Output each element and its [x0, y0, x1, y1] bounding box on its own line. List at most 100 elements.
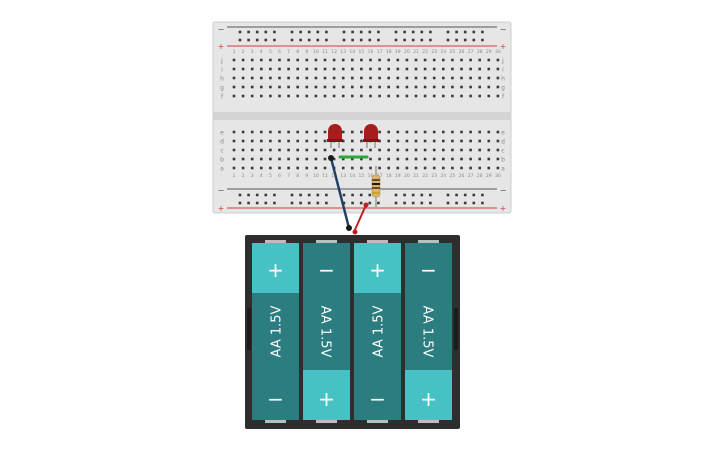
- rail-hole[interactable]: [377, 30, 380, 34]
- rail-hole[interactable]: [299, 38, 302, 42]
- breadboard-hole[interactable]: [405, 85, 409, 89]
- breadboard-hole[interactable]: [278, 58, 281, 62]
- breadboard-hole[interactable]: [269, 139, 272, 143]
- breadboard-hole[interactable]: [423, 94, 427, 98]
- breadboard-hole[interactable]: [278, 157, 281, 161]
- breadboard-hole[interactable]: [314, 148, 318, 152]
- breadboard-hole[interactable]: [442, 157, 445, 161]
- breadboard-hole[interactable]: [487, 166, 491, 170]
- breadboard-hole[interactable]: [260, 94, 263, 98]
- breadboard-hole[interactable]: [396, 58, 400, 62]
- breadboard-hole[interactable]: [250, 130, 254, 134]
- breadboard-hole[interactable]: [305, 94, 309, 98]
- breadboard-hole[interactable]: [405, 157, 409, 161]
- breadboard-hole[interactable]: [451, 157, 454, 161]
- breadboard-hole[interactable]: [232, 76, 236, 80]
- breadboard-hole[interactable]: [332, 58, 336, 62]
- breadboard-hole[interactable]: [414, 148, 418, 152]
- breadboard-hole[interactable]: [351, 58, 354, 62]
- rail-hole[interactable]: [359, 201, 363, 205]
- rail-hole[interactable]: [420, 193, 424, 197]
- breadboard-hole[interactable]: [296, 85, 299, 89]
- rail-hole[interactable]: [299, 193, 302, 197]
- breadboard-hole[interactable]: [232, 67, 236, 71]
- breadboard-hole[interactable]: [387, 157, 390, 161]
- breadboard-hole[interactable]: [460, 130, 463, 134]
- breadboard-hole[interactable]: [278, 148, 281, 152]
- breadboard-hole[interactable]: [487, 130, 491, 134]
- breadboard-hole[interactable]: [442, 85, 445, 89]
- breadboard-hole[interactable]: [469, 157, 472, 161]
- rail-hole[interactable]: [290, 201, 294, 205]
- blue-wire[interactable]: [329, 156, 351, 230]
- breadboard-hole[interactable]: [341, 94, 345, 98]
- rail-hole[interactable]: [316, 30, 320, 34]
- rail-hole[interactable]: [420, 38, 424, 42]
- rail-hole[interactable]: [472, 201, 476, 205]
- breadboard-hole[interactable]: [341, 76, 345, 80]
- breadboard-hole[interactable]: [414, 67, 418, 71]
- breadboard-hole[interactable]: [305, 166, 309, 170]
- breadboard-hole[interactable]: [241, 58, 245, 62]
- breadboard-hole[interactable]: [423, 166, 427, 170]
- breadboard-hole[interactable]: [250, 76, 254, 80]
- breadboard-hole[interactable]: [423, 148, 427, 152]
- breadboard-hole[interactable]: [241, 148, 245, 152]
- breadboard-hole[interactable]: [378, 130, 381, 134]
- breadboard-hole[interactable]: [232, 157, 236, 161]
- rail-hole[interactable]: [316, 193, 320, 197]
- breadboard-hole[interactable]: [432, 76, 436, 80]
- breadboard-hole[interactable]: [250, 139, 254, 143]
- breadboard-hole[interactable]: [423, 139, 427, 143]
- breadboard-hole[interactable]: [369, 94, 372, 98]
- breadboard-hole[interactable]: [250, 148, 254, 152]
- rail-hole[interactable]: [463, 30, 467, 34]
- breadboard-hole[interactable]: [414, 76, 418, 80]
- breadboard-hole[interactable]: [269, 94, 272, 98]
- breadboard-hole[interactable]: [378, 76, 381, 80]
- breadboard-hole[interactable]: [387, 130, 390, 134]
- rail-hole[interactable]: [238, 38, 242, 42]
- breadboard-hole[interactable]: [423, 85, 427, 89]
- breadboard-hole[interactable]: [296, 148, 299, 152]
- breadboard-hole[interactable]: [451, 139, 454, 143]
- rail-hole[interactable]: [264, 30, 268, 34]
- breadboard-hole[interactable]: [405, 76, 409, 80]
- breadboard-hole[interactable]: [232, 58, 236, 62]
- breadboard-hole[interactable]: [469, 148, 472, 152]
- breadboard-hole[interactable]: [260, 85, 263, 89]
- rail-hole[interactable]: [307, 38, 311, 42]
- rail-hole[interactable]: [307, 201, 311, 205]
- breadboard-hole[interactable]: [378, 58, 381, 62]
- breadboard-hole[interactable]: [296, 58, 299, 62]
- breadboard-hole[interactable]: [369, 76, 372, 80]
- rail-hole[interactable]: [351, 193, 354, 197]
- breadboard-hole[interactable]: [296, 166, 299, 170]
- rail-hole[interactable]: [264, 193, 268, 197]
- breadboard-hole[interactable]: [496, 139, 500, 143]
- breadboard-hole[interactable]: [323, 166, 327, 170]
- rail-hole[interactable]: [429, 30, 432, 34]
- breadboard-hole[interactable]: [451, 148, 454, 152]
- breadboard-hole[interactable]: [405, 94, 409, 98]
- breadboard-hole[interactable]: [232, 94, 236, 98]
- breadboard-hole[interactable]: [351, 85, 354, 89]
- breadboard-hole[interactable]: [396, 148, 400, 152]
- breadboard-hole[interactable]: [396, 67, 400, 71]
- red-wire[interactable]: [353, 204, 367, 233]
- breadboard-hole[interactable]: [442, 76, 445, 80]
- breadboard-hole[interactable]: [360, 130, 363, 134]
- rail-hole[interactable]: [368, 30, 372, 34]
- breadboard-hole[interactable]: [351, 166, 354, 170]
- battery-cell-3[interactable]: +−AA 1.5V: [354, 240, 401, 423]
- breadboard-hole[interactable]: [478, 166, 481, 170]
- rail-hole[interactable]: [394, 30, 398, 34]
- breadboard-hole[interactable]: [460, 139, 463, 143]
- breadboard-hole[interactable]: [305, 67, 309, 71]
- breadboard-hole[interactable]: [278, 130, 281, 134]
- breadboard-hole[interactable]: [387, 139, 390, 143]
- rail-hole[interactable]: [273, 30, 276, 34]
- breadboard-hole[interactable]: [287, 94, 290, 98]
- battery-cell-1[interactable]: +−AA 1.5V: [252, 240, 299, 423]
- breadboard-hole[interactable]: [496, 157, 500, 161]
